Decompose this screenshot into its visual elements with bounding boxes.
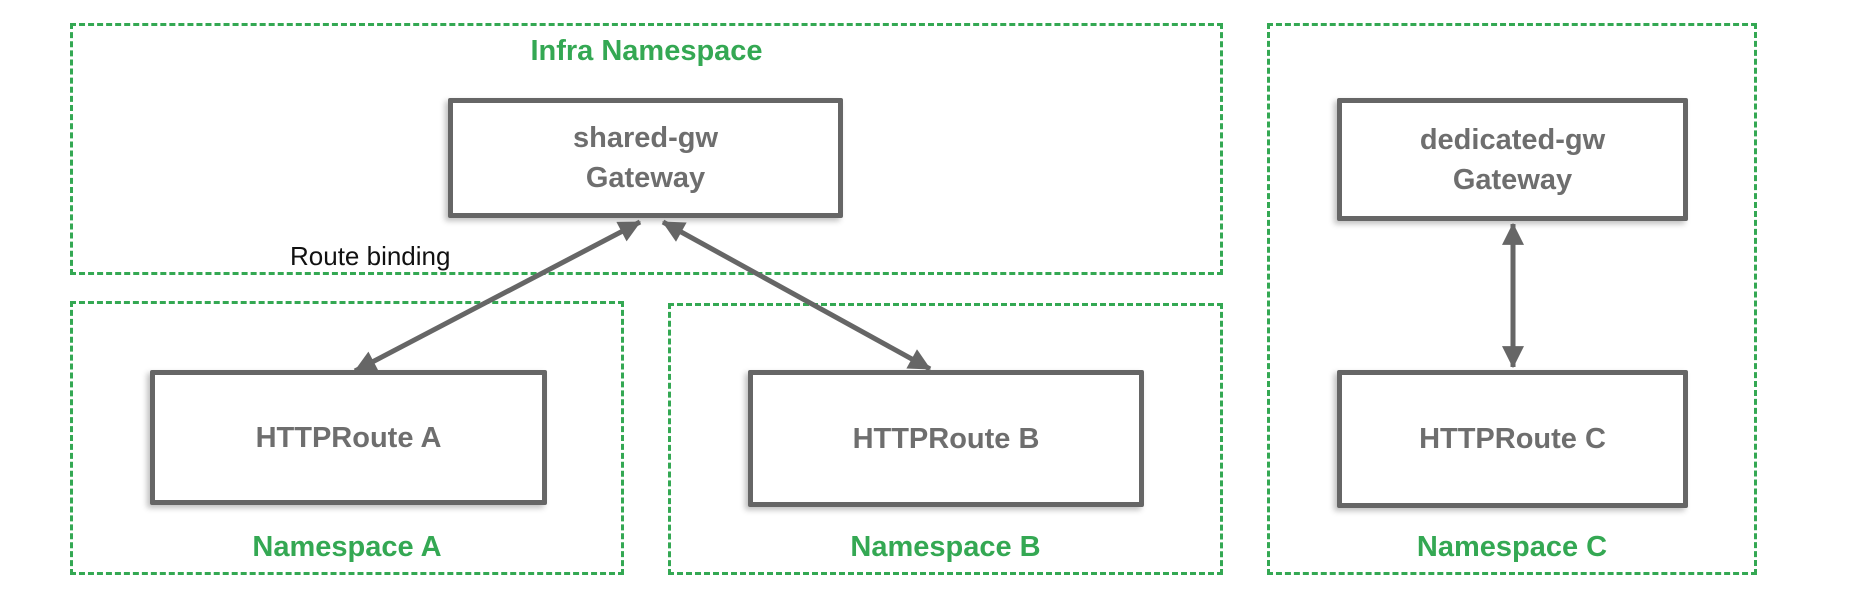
httproute-a-label: HTTPRoute A [255,421,442,454]
infra-namespace-label: Infra Namespace [530,35,763,67]
namespace-c-label: Namespace C [1416,531,1608,563]
infra-namespace-container: Infra Namespace [70,23,1223,275]
shared-gw-gateway-box: shared-gw Gateway [448,98,843,218]
namespace-b-container: Namespace B [668,303,1223,575]
route-binding-label: Route binding [290,241,451,271]
httproute-b-box: HTTPRoute B [748,370,1144,507]
shared-gw-gateway-kind: Gateway [585,162,706,194]
httproute-c-box: HTTPRoute C [1337,370,1688,508]
namespace-c-container: Namespace C [1267,23,1757,575]
namespace-a-container: Namespace A [70,301,624,575]
dedicated-gw-gateway-kind: Gateway [1452,163,1573,196]
dedicated-gw-gateway-box: dedicated-gw Gateway [1337,98,1688,221]
httproute-c-label: HTTPRoute C [1419,423,1606,455]
namespace-a-label: Namespace A [252,531,442,563]
httproute-a-box: HTTPRoute A [150,370,547,505]
httproute-b-label: HTTPRoute B [852,422,1040,455]
dedicated-gw-gateway-name: dedicated-gw [1419,123,1606,156]
shared-gw-gateway-name: shared-gw [572,122,719,154]
namespace-b-label: Namespace B [850,531,1041,563]
